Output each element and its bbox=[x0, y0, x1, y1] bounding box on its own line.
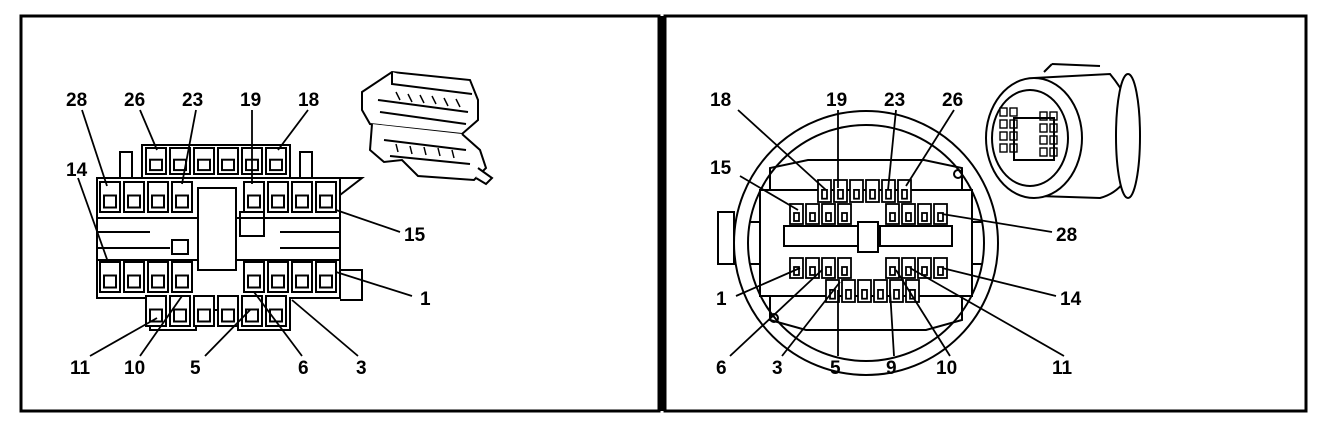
right-leader-lines bbox=[729, 109, 1065, 357]
left-label-15: 15 bbox=[404, 225, 426, 246]
iso-pin bbox=[1009, 107, 1018, 117]
right-label-5: 5 bbox=[830, 358, 841, 379]
right-label-3: 3 bbox=[772, 358, 783, 379]
left-panel-frame bbox=[19, 14, 661, 413]
terminal-cavity bbox=[291, 181, 313, 213]
right-label-23: 23 bbox=[884, 90, 905, 111]
terminal-cavity bbox=[905, 279, 920, 303]
right-label-28: 28 bbox=[1056, 225, 1077, 246]
terminal-cavity bbox=[147, 181, 169, 213]
terminal-cavity bbox=[99, 181, 121, 213]
iso-pin bbox=[1039, 135, 1048, 145]
iso-pin bbox=[1039, 123, 1048, 133]
right-terminal-cavities bbox=[789, 179, 948, 303]
left-label-19: 19 bbox=[240, 90, 261, 111]
iso-pin bbox=[1039, 111, 1048, 121]
terminal-cavity bbox=[243, 261, 265, 293]
iso-pin bbox=[999, 119, 1008, 129]
terminal-cavity bbox=[315, 181, 337, 213]
iso-pin bbox=[999, 107, 1008, 117]
terminal-cavity bbox=[291, 261, 313, 293]
right-label-9: 9 bbox=[886, 358, 897, 379]
terminal-cavity bbox=[193, 147, 215, 175]
terminal-cavity bbox=[901, 203, 916, 225]
terminal-cavity bbox=[315, 261, 337, 293]
iso-pin bbox=[1039, 147, 1048, 157]
left-labels: 28 26 23 19 18 14 15 1 11 10 5 6 3 bbox=[66, 90, 431, 379]
terminal-cavity bbox=[99, 261, 121, 293]
left-label-23: 23 bbox=[182, 90, 203, 111]
terminal-cavity bbox=[217, 147, 239, 175]
terminal-cavity bbox=[789, 257, 804, 279]
right-label-18: 18 bbox=[710, 90, 731, 111]
terminal-cavity bbox=[933, 257, 948, 279]
terminal-cavity bbox=[821, 257, 836, 279]
left-label-18: 18 bbox=[298, 90, 319, 111]
right-label-1: 1 bbox=[716, 289, 727, 310]
left-connector-iso-view bbox=[361, 70, 494, 186]
terminal-cavity bbox=[145, 295, 167, 327]
terminal-cavity bbox=[857, 279, 872, 303]
terminal-cavity bbox=[805, 203, 820, 225]
terminal-cavity bbox=[265, 147, 287, 175]
terminal-cavity bbox=[901, 257, 916, 279]
right-connector-iso-view bbox=[985, 63, 1141, 200]
left-leader-lines bbox=[77, 109, 413, 357]
left-label-1: 1 bbox=[420, 289, 431, 310]
terminal-cavity bbox=[917, 257, 932, 279]
right-label-15: 15 bbox=[710, 158, 732, 179]
right-connector-face bbox=[717, 110, 999, 376]
left-label-5: 5 bbox=[190, 358, 201, 379]
right-panel-frame bbox=[663, 14, 1308, 413]
terminal-cavity bbox=[145, 147, 167, 175]
terminal-cavity bbox=[123, 181, 145, 213]
iso-pin bbox=[999, 131, 1008, 141]
left-label-28: 28 bbox=[66, 90, 87, 111]
terminal-cavity bbox=[147, 261, 169, 293]
terminal-cavity bbox=[789, 203, 804, 225]
terminal-cavity bbox=[267, 181, 289, 213]
left-label-3: 3 bbox=[356, 358, 367, 379]
terminal-cavity bbox=[171, 261, 193, 293]
terminal-cavity bbox=[849, 179, 864, 203]
terminal-cavity bbox=[885, 203, 900, 225]
left-terminal-cavities bbox=[99, 147, 337, 327]
right-label-26: 26 bbox=[942, 90, 963, 111]
terminal-cavity bbox=[171, 181, 193, 213]
terminal-cavity bbox=[833, 179, 848, 203]
terminal-cavity bbox=[169, 295, 191, 327]
right-label-14: 14 bbox=[1060, 289, 1082, 310]
terminal-cavity bbox=[243, 181, 265, 213]
terminal-cavity bbox=[837, 257, 852, 279]
terminal-cavity bbox=[841, 279, 856, 303]
terminal-cavity bbox=[917, 203, 932, 225]
right-label-10: 10 bbox=[936, 358, 957, 379]
terminal-cavity bbox=[889, 279, 904, 303]
right-labels: 18 19 23 26 15 28 1 14 6 3 5 9 10 11 bbox=[710, 90, 1082, 379]
terminal-cavity bbox=[267, 261, 289, 293]
terminal-cavity bbox=[873, 279, 888, 303]
terminal-cavity bbox=[821, 203, 836, 225]
right-label-19: 19 bbox=[826, 90, 847, 111]
right-label-6: 6 bbox=[716, 358, 727, 379]
left-label-6: 6 bbox=[298, 358, 309, 379]
terminal-cavity bbox=[865, 179, 880, 203]
left-label-26: 26 bbox=[124, 90, 145, 111]
terminal-cavity bbox=[885, 257, 900, 279]
left-label-10: 10 bbox=[124, 358, 145, 379]
terminal-cavity bbox=[897, 179, 912, 203]
right-label-11: 11 bbox=[1052, 358, 1073, 379]
left-label-11: 11 bbox=[70, 358, 91, 379]
left-label-14: 14 bbox=[66, 160, 88, 181]
iso-pin bbox=[999, 143, 1008, 153]
terminal-cavity bbox=[193, 295, 215, 327]
terminal-cavity bbox=[217, 295, 239, 327]
terminal-cavity bbox=[123, 261, 145, 293]
terminal-cavity bbox=[837, 203, 852, 225]
terminal-cavity bbox=[241, 295, 263, 327]
terminal-cavity bbox=[933, 203, 948, 225]
terminal-cavity bbox=[881, 179, 896, 203]
